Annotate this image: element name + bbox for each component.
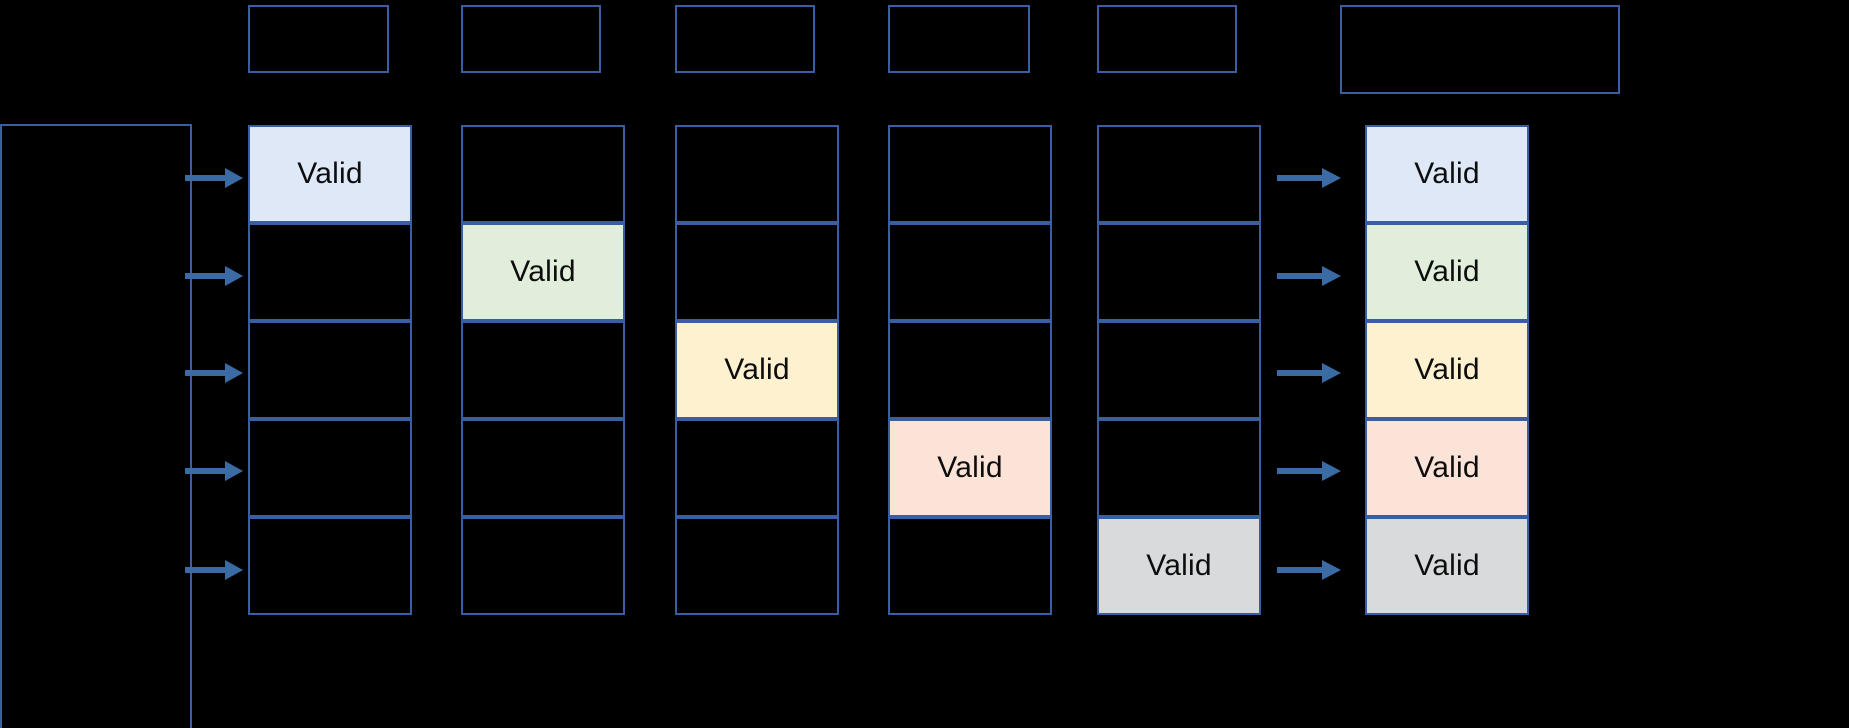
stage-column-2-cell-4[interactable]: [461, 419, 625, 517]
result-column-cell-1[interactable]: Valid: [1365, 125, 1529, 223]
stage-column-5-cell-2[interactable]: [1097, 223, 1261, 321]
header-box-6[interactable]: [1340, 5, 1620, 94]
output-arrow-row-5: [1277, 558, 1341, 584]
cell-label: Valid: [1414, 255, 1480, 288]
stage-column-3-cell-1[interactable]: [675, 125, 839, 223]
stage-column-2-cell-3[interactable]: [461, 321, 625, 419]
header-box-3[interactable]: [675, 5, 815, 73]
result-column-cell-3[interactable]: Valid: [1365, 321, 1529, 419]
stage-column-3-cell-4[interactable]: [675, 419, 839, 517]
output-arrow-row-2: [1277, 264, 1341, 290]
cell-label: Valid: [297, 157, 363, 190]
stage-column-3-cell-2[interactable]: [675, 223, 839, 321]
header-box-5[interactable]: [1097, 5, 1237, 73]
stage-column-2-cell-2[interactable]: Valid: [461, 223, 625, 321]
stage-column-4-cell-4[interactable]: Valid: [888, 419, 1052, 517]
stage-column-2-cell-5[interactable]: [461, 517, 625, 615]
cell-label: Valid: [937, 451, 1003, 484]
input-arrow-row-5: [185, 558, 243, 584]
output-arrow-row-1: [1277, 166, 1341, 192]
cell-label: Valid: [1146, 549, 1212, 582]
header-box-2[interactable]: [461, 5, 601, 73]
stage-column-5-cell-1[interactable]: [1097, 125, 1261, 223]
stage-column-1-cell-5[interactable]: [248, 517, 412, 615]
stage-column-4-cell-3[interactable]: [888, 321, 1052, 419]
cell-label: Valid: [1414, 157, 1480, 190]
input-arrow-row-3: [185, 361, 243, 387]
input-arrow-row-2: [185, 264, 243, 290]
cell-label: Valid: [1414, 549, 1480, 582]
input-arrow-row-1: [185, 166, 243, 192]
stage-column-5-cell-3[interactable]: [1097, 321, 1261, 419]
header-box-1[interactable]: [248, 5, 389, 73]
header-box-4[interactable]: [888, 5, 1030, 73]
cell-label: Valid: [510, 255, 576, 288]
output-arrow-row-4: [1277, 459, 1341, 485]
cell-label: Valid: [724, 353, 790, 386]
stage-column-4-cell-5[interactable]: [888, 517, 1052, 615]
stage-column-5-cell-4[interactable]: [1097, 419, 1261, 517]
stage-column-1-cell-4[interactable]: [248, 419, 412, 517]
stage-column-3-cell-3[interactable]: Valid: [675, 321, 839, 419]
source-panel[interactable]: [0, 124, 192, 728]
input-arrow-row-4: [185, 459, 243, 485]
cell-label: Valid: [1414, 451, 1480, 484]
result-column-cell-5[interactable]: Valid: [1365, 517, 1529, 615]
stage-column-5-cell-5[interactable]: Valid: [1097, 517, 1261, 615]
stage-column-4-cell-1[interactable]: [888, 125, 1052, 223]
output-arrow-row-3: [1277, 361, 1341, 387]
stage-column-1-cell-1[interactable]: Valid: [248, 125, 412, 223]
result-column-cell-2[interactable]: Valid: [1365, 223, 1529, 321]
cell-label: Valid: [1414, 353, 1480, 386]
result-column-cell-4[interactable]: Valid: [1365, 419, 1529, 517]
stage-column-3-cell-5[interactable]: [675, 517, 839, 615]
stage-column-2-cell-1[interactable]: [461, 125, 625, 223]
stage-column-1-cell-3[interactable]: [248, 321, 412, 419]
stage-column-4-cell-2[interactable]: [888, 223, 1052, 321]
stage-column-1-cell-2[interactable]: [248, 223, 412, 321]
